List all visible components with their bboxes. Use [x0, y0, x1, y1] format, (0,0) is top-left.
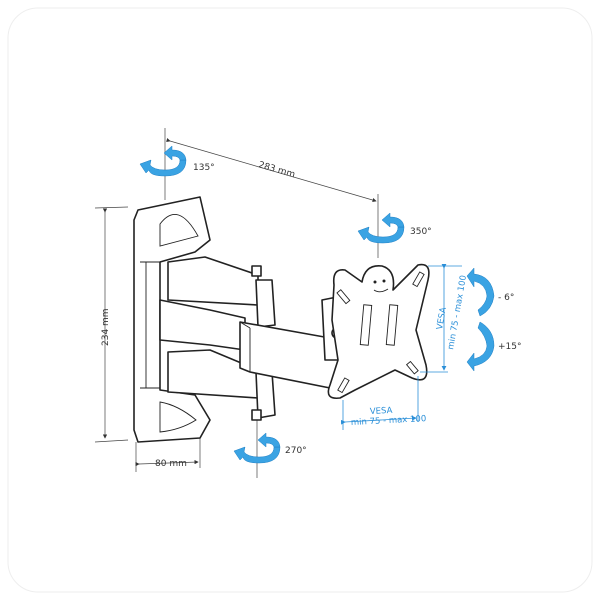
vesa-dimension-lines	[340, 264, 462, 430]
rotation-arrow-350-icon	[357, 212, 405, 244]
label-270: 270°	[285, 446, 307, 456]
wall-plate	[133, 196, 211, 443]
vesa-vertical-title: VESA	[435, 306, 449, 330]
dimension-lines	[94, 128, 379, 478]
label-width: 80 mm	[155, 459, 187, 469]
rotation-arrow-135-icon	[139, 145, 187, 177]
frame	[7, 7, 593, 593]
label-350: 350°	[410, 227, 432, 237]
label-135: 135°	[193, 163, 215, 173]
vesa-bracket	[327, 263, 430, 400]
label-tilt-up: +15°	[498, 342, 522, 352]
tilt-arrow-up-icon	[466, 321, 495, 372]
label-height: 234 mm	[101, 308, 111, 346]
vesa-vertical-range: min 75 - max 100	[446, 274, 469, 350]
inner-arm	[159, 256, 276, 421]
label-tilt-down: - 6°	[498, 293, 514, 303]
vesa-horizontal-title: VESA	[370, 406, 393, 417]
rotation-arrow-270-icon	[233, 432, 281, 464]
vesa-horizontal-range: min 75 - max 100	[351, 414, 427, 428]
label-extension: 283 mm	[257, 160, 296, 180]
tilt-arrow-down-icon	[466, 267, 495, 317]
